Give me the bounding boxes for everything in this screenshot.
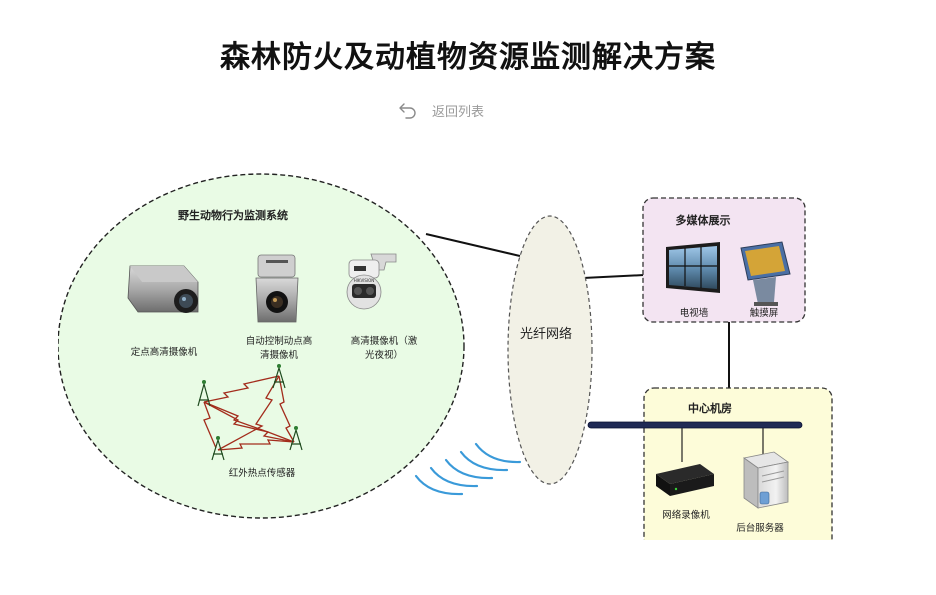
backend-server — [743, 451, 789, 509]
laser-night-vision-camera: HIKVISION — [346, 253, 397, 310]
wildlife-zone-title: 野生动物行为监测系统 — [178, 208, 288, 222]
infrared-sensor-label: 红外热点传感器 — [229, 467, 296, 479]
network-video-recorder — [656, 464, 714, 496]
wildlife-monitoring-zone: 野生动物行为监测系统 定点高清摄像机 自动控制动点高 清摄像机 — [58, 173, 465, 519]
page-title: 森林防火及动植物资源监测解决方案 — [220, 40, 716, 75]
infrared-sensor — [197, 380, 211, 407]
laser-camera-label-line2: 光夜视） — [365, 349, 403, 361]
nvr-label: 网络录像机 — [662, 509, 710, 521]
infrared-sensor — [289, 426, 303, 451]
laser-camera-label-line1: 高清摄像机（激 — [351, 335, 418, 347]
link-wildlife-network — [425, 233, 521, 257]
solution-diagram: 野生动物行为监测系统 定点高清摄像机 自动控制动点高 清摄像机 — [58, 162, 834, 540]
wireless-signal-waves — [414, 442, 522, 496]
auto-camera-label-line1: 自动控制动点高 — [246, 335, 313, 347]
network-backbone-bus — [587, 421, 803, 429]
back-to-list-link[interactable]: 返回列表 — [398, 99, 484, 121]
sensor-wireless-links — [203, 375, 295, 451]
fixed-camera-label: 定点高清摄像机 — [131, 346, 198, 358]
multimedia-display-box: 多媒体展示 电视墙 触摸屏 — [642, 197, 806, 323]
center-room-title: 中心机房 — [688, 401, 732, 415]
infrared-sensor — [272, 364, 286, 389]
link-network-multimedia — [582, 274, 645, 279]
back-to-list-label: 返回列表 — [432, 104, 485, 120]
fiber-network-label: 光纤网络 — [520, 326, 572, 342]
multimedia-title: 多媒体展示 — [676, 213, 731, 227]
server-label: 后台服务器 — [736, 522, 784, 534]
tv-wall-label: 电视墙 — [680, 307, 709, 319]
fixed-hd-camera — [127, 265, 199, 313]
auto-control-hd-camera — [255, 254, 299, 323]
center-server-room: 中心机房 网络录像机 后台服务器 — [587, 387, 833, 540]
return-arrow-icon — [399, 103, 416, 119]
auto-camera-label-line2: 清摄像机 — [260, 349, 299, 361]
camera-brand-text: HIKVISION — [354, 278, 375, 283]
touch-screen-label: 触摸屏 — [750, 307, 779, 319]
touch-screen-kiosk — [740, 241, 791, 306]
fiber-network: 光纤网络 — [507, 215, 593, 485]
tv-wall — [666, 242, 720, 293]
infrared-sensor — [211, 436, 225, 461]
